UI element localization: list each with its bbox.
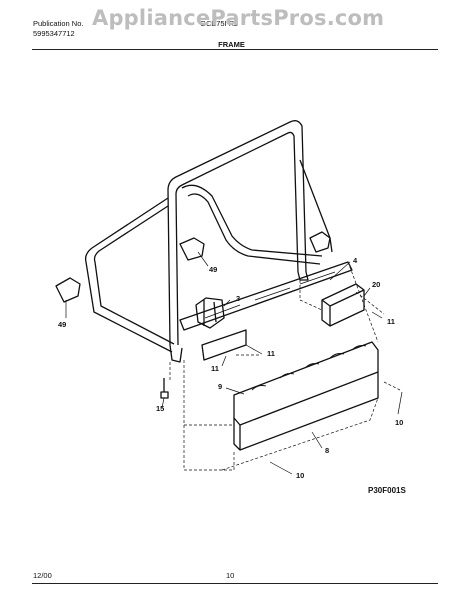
callout-11-c: 11 xyxy=(387,317,395,326)
footer-date: 12/00 xyxy=(33,571,52,580)
model-code: GCB75I Rz xyxy=(200,19,238,28)
callout-10-bottom: 10 xyxy=(296,471,305,480)
bracket-11-lower xyxy=(201,329,247,361)
callout-15: 15 xyxy=(156,404,165,413)
toe-panel-ribs xyxy=(251,345,367,391)
callout-9: 9 xyxy=(218,382,223,391)
tie-bar-slots xyxy=(204,271,336,319)
valve-3 xyxy=(195,297,225,329)
toe-panel-top xyxy=(233,341,379,426)
callout-20: 20 xyxy=(372,280,381,289)
diagram-code: P30F001S xyxy=(368,486,406,495)
bracket-49-left xyxy=(55,277,81,303)
bracket-20 xyxy=(321,283,365,327)
frame-rear-left-rail-inner xyxy=(93,205,175,345)
callout-11-a: 11 xyxy=(267,349,275,358)
frame-rear-top-rail-inner xyxy=(187,193,321,265)
frame-left-foot xyxy=(169,344,183,363)
frame-front-upright xyxy=(167,120,307,346)
callout-11-b: 11 xyxy=(211,364,219,373)
publication-number: 5995347712 xyxy=(33,29,75,38)
frame-rear-top-rail xyxy=(181,184,323,257)
publication-label: Publication No. xyxy=(33,19,84,28)
frame-front-upright-inner xyxy=(175,131,299,346)
footer-rule xyxy=(32,583,438,584)
callout-49-left: 49 xyxy=(58,320,67,329)
callout-8: 8 xyxy=(325,446,330,455)
frame-rear-left-rail xyxy=(84,197,173,353)
kick-plate-8 xyxy=(233,372,379,451)
bracket-49-right xyxy=(309,231,331,253)
callout-4: 4 xyxy=(353,256,358,265)
callout-3: 3 xyxy=(236,294,241,303)
watermark: AppliancePartsPros.com xyxy=(92,6,385,30)
footer-page-number: 10 xyxy=(226,571,235,580)
front-tie-bar xyxy=(179,261,353,331)
bracket-49-center xyxy=(179,237,205,261)
header-rule xyxy=(32,49,438,50)
screw-15 xyxy=(160,378,169,399)
callout-49-center: 49 xyxy=(209,265,218,274)
section-title: FRAME xyxy=(218,40,245,49)
callout-10-right: 10 xyxy=(395,418,404,427)
